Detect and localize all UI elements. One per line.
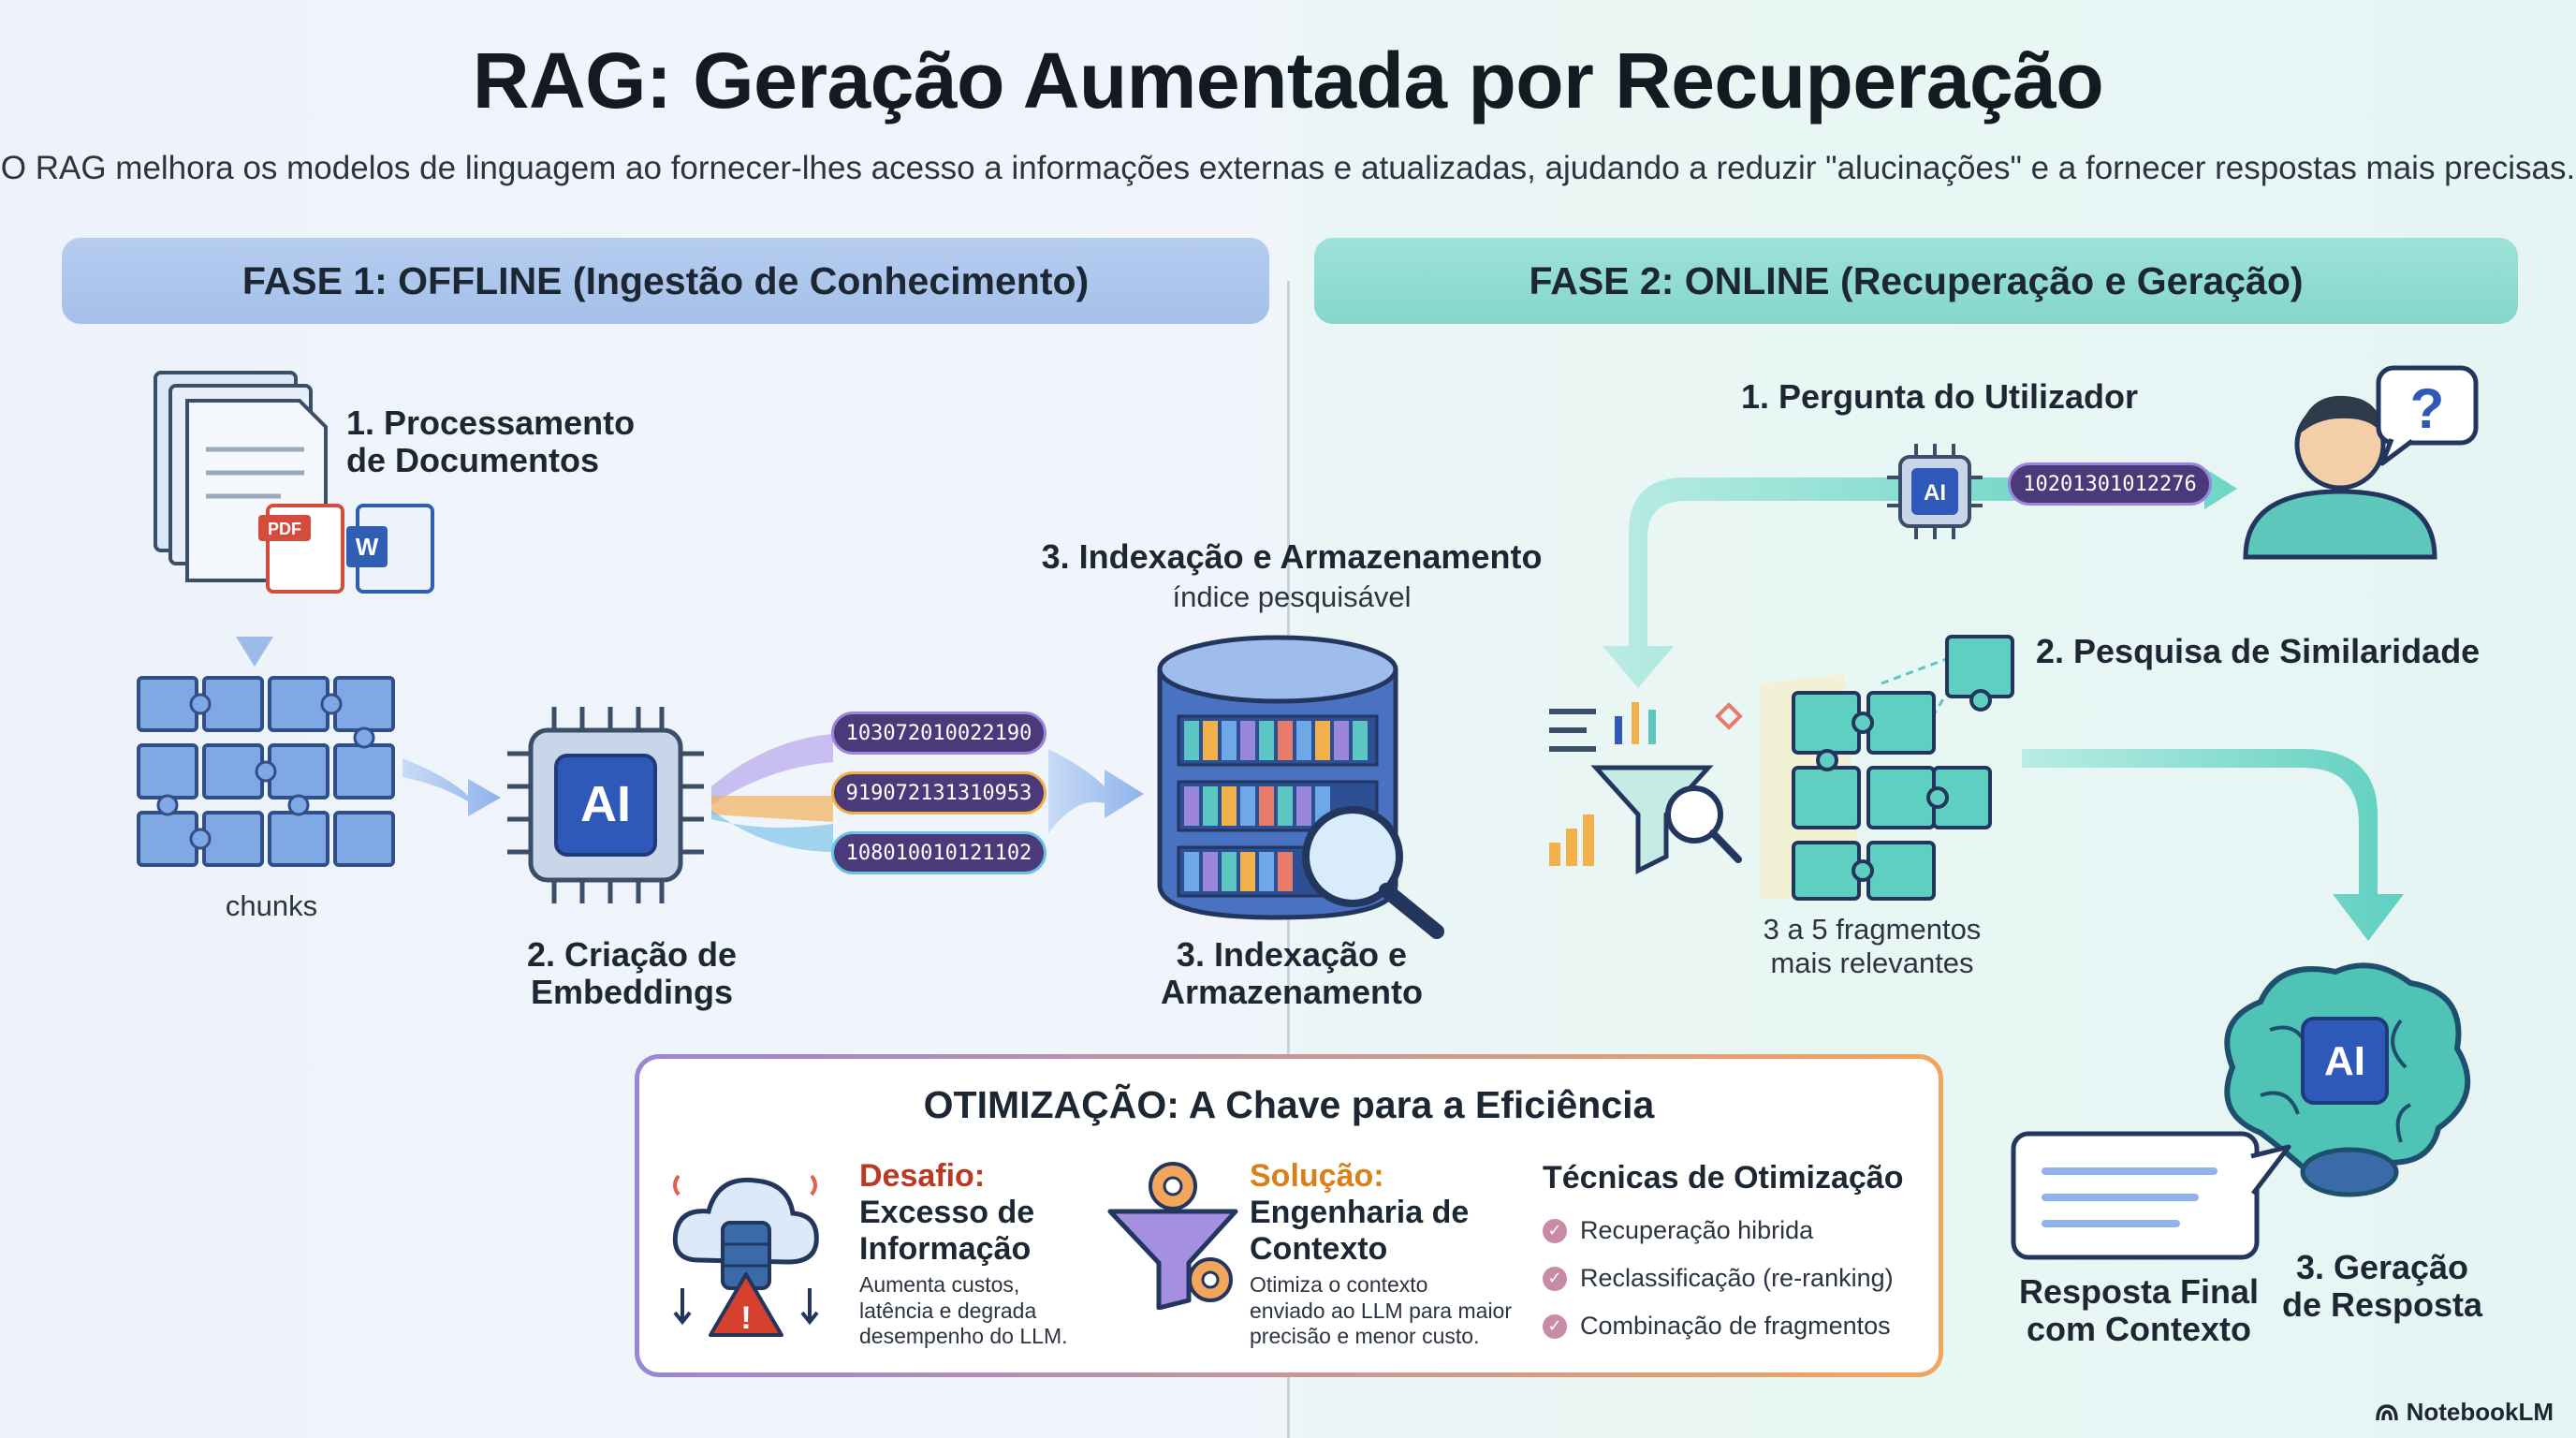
techniques-title: Técnicas de Otimização <box>1543 1160 1904 1196</box>
fragments-note: 3 a 5 fragmentos mais relevantes <box>1763 913 1982 979</box>
query-vector-chip: 10201301012276 <box>2008 462 2212 506</box>
phase2-step2-label: 2. Pesquisa de Similaridade <box>2036 632 2481 670</box>
funnel-gears-icon <box>1107 1162 1238 1310</box>
phase2-step1-label: 1. Pergunta do Utilizador <box>1741 377 2139 416</box>
documents-icon: PDF W <box>154 371 434 594</box>
arrow-vectors-db <box>1048 749 1144 833</box>
technique-label: Recuperação hibrida <box>1580 1216 1814 1244</box>
arrow-chunks-ai <box>402 758 501 816</box>
technique-item: ✓ Combinação de fragmentos <box>1543 1312 1891 1341</box>
database-icon <box>1157 635 1444 939</box>
phase1-step2-label: 2. Criação de Embeddings <box>526 935 738 1012</box>
check-icon: ✓ <box>1543 1266 1567 1291</box>
ai-chip-icon: AI <box>507 707 704 903</box>
query-ai-chip-text: AI <box>1924 480 1946 506</box>
technique-item: ✓ Recuperação hibrida <box>1543 1216 1813 1245</box>
technique-label: Combinação de fragmentos <box>1580 1312 1891 1340</box>
optimization-title: OTIMIZAÇÃO: A Chave para a Eficiência <box>923 1083 1655 1126</box>
question-mark: ? <box>2410 377 2445 440</box>
optimization-panel: OTIMIZAÇÃO: A Chave para a Eficiência ! … <box>635 1054 1943 1377</box>
challenge-head: Desafio: <box>859 1158 986 1194</box>
question-bubble-icon: ? <box>2376 365 2479 466</box>
arrow-to-user <box>2204 468 2237 509</box>
page-title: RAG: Geração Aumentada por Recuperação <box>472 37 2104 125</box>
filter-search-icon <box>1549 702 1743 875</box>
challenge-title: Excesso de Informação <box>859 1195 1035 1268</box>
brain-ai-icon: AI <box>2224 962 2471 1197</box>
svg-text:!: ! <box>740 1300 751 1336</box>
page-subtitle: O RAG melhora os modelos de linguagem ao… <box>0 150 2576 186</box>
solution-text: Otimiza o contexto enviado ao LLM para m… <box>1250 1272 1512 1349</box>
vector-chip-1: 103072010022190 <box>831 712 1046 755</box>
vector-chip-3: 108010010121102 <box>831 831 1046 874</box>
word-tag: W <box>356 533 379 561</box>
vector-chip-2: 919072131310953 <box>831 771 1046 814</box>
solution-head: Solução: <box>1250 1158 1384 1194</box>
arrow-search-brain <box>2022 749 2404 941</box>
phase2-step3-label: 3. Geração de Resposta <box>2281 1248 2483 1325</box>
magnifier-icon <box>1302 806 1444 939</box>
ai-chip-text: AI <box>580 776 631 832</box>
check-icon: ✓ <box>1543 1218 1567 1243</box>
brand-label: NotebookLM <box>2406 1398 2554 1426</box>
user-avatar: ? <box>2243 365 2479 560</box>
phase1-banner: FASE 1: OFFLINE (Ingestão de Conheciment… <box>62 238 1269 324</box>
phase1-step1-label: 1. Processamento de Documentos <box>346 404 636 480</box>
phase2-banner: FASE 2: ONLINE (Recuperação e Geração) <box>1314 238 2518 324</box>
technique-label: Reclassificação (re-ranking) <box>1580 1264 1894 1292</box>
answer-label: Resposta Final com Contexto <box>2018 1272 2260 1349</box>
technique-item: ✓ Reclassificação (re-ranking) <box>1543 1264 1894 1293</box>
challenge-text: Aumenta custos, latência e degrada desem… <box>859 1272 1068 1349</box>
chunks-puzzle-icon <box>137 676 395 867</box>
chunks-label: chunks <box>225 889 318 922</box>
phase1-step3-sub: índice pesquisável <box>1172 580 1412 613</box>
cloud-warning-icon: ! <box>672 1174 819 1337</box>
brain-ai-text: AI <box>2324 1038 2365 1084</box>
query-ai-chip-icon: AI <box>1887 444 1983 539</box>
vector-streams <box>711 734 833 852</box>
pdf-tag: PDF <box>268 520 301 538</box>
phase1-step3-bottom-label: 3. Indexação e Armazenamento <box>1160 935 1424 1012</box>
answer-bubble-icon <box>2011 1131 2291 1260</box>
solution-title: Engenharia de Contexto <box>1250 1195 1470 1268</box>
notebooklm-brand: NotebookLM <box>2375 1398 2554 1427</box>
phase1-step3-top-label: 3. Indexação e Armazenamento <box>1041 537 1543 576</box>
notebooklm-logo-icon <box>2375 1403 2398 1420</box>
arrow-docs-chunks <box>236 599 273 667</box>
fragments-puzzle-icon <box>1760 635 2014 901</box>
check-icon: ✓ <box>1543 1313 1567 1339</box>
